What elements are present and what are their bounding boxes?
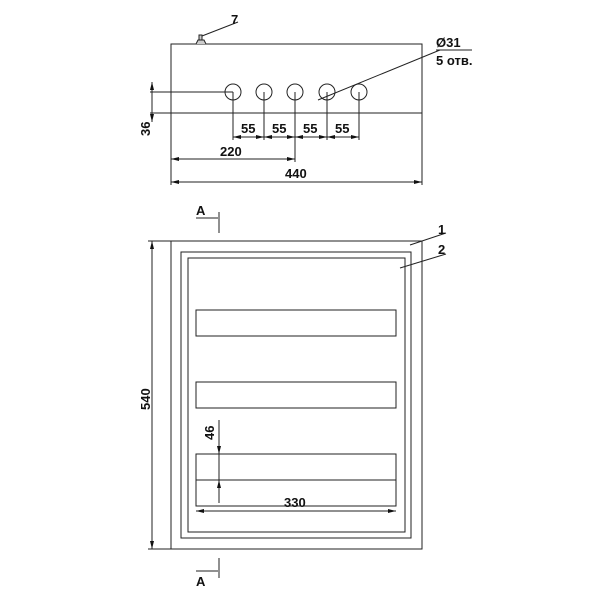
part-label-2: 2 [438, 242, 445, 257]
part-label-7: 7 [231, 12, 238, 27]
section-label-bottom: A [196, 574, 206, 589]
hole-count-note: 5 отв. [436, 53, 472, 68]
hole-extension-lines [232, 92, 360, 162]
dim-220-label: 220 [220, 144, 242, 159]
door-frame [180, 251, 412, 539]
dim-36-label: 36 [138, 122, 153, 136]
section-mark-top [196, 212, 220, 233]
enclosure-body [170, 240, 423, 550]
top-view [150, 21, 472, 185]
hole-diameter-note: Ø31 [436, 35, 461, 50]
panel [187, 257, 406, 533]
part-label-1: 1 [438, 222, 445, 237]
front-view [148, 212, 447, 578]
section-label-top: A [196, 203, 206, 218]
din-rail [195, 453, 397, 481]
dim-55-label: 55 [272, 121, 286, 136]
dim-330-label: 330 [284, 495, 306, 510]
enclosure-top-outline [170, 43, 423, 185]
dim-55-label: 55 [241, 121, 255, 136]
bolt-icon [195, 34, 207, 45]
leader-1 [409, 232, 447, 246]
dim-55-label: 55 [303, 121, 317, 136]
dim-46-label: 46 [202, 426, 217, 440]
din-rail [195, 381, 397, 409]
leader-7 [201, 21, 239, 37]
leader-holes [317, 49, 441, 101]
leader-2 [399, 253, 447, 269]
din-rail [195, 479, 397, 507]
holes [224, 83, 368, 101]
dim-540-label: 540 [138, 388, 153, 410]
dim-540-ext [148, 240, 171, 550]
section-mark-bottom [196, 558, 220, 578]
dim-440-label: 440 [285, 166, 307, 181]
din-rail [195, 309, 397, 337]
dim-55-label: 55 [335, 121, 349, 136]
